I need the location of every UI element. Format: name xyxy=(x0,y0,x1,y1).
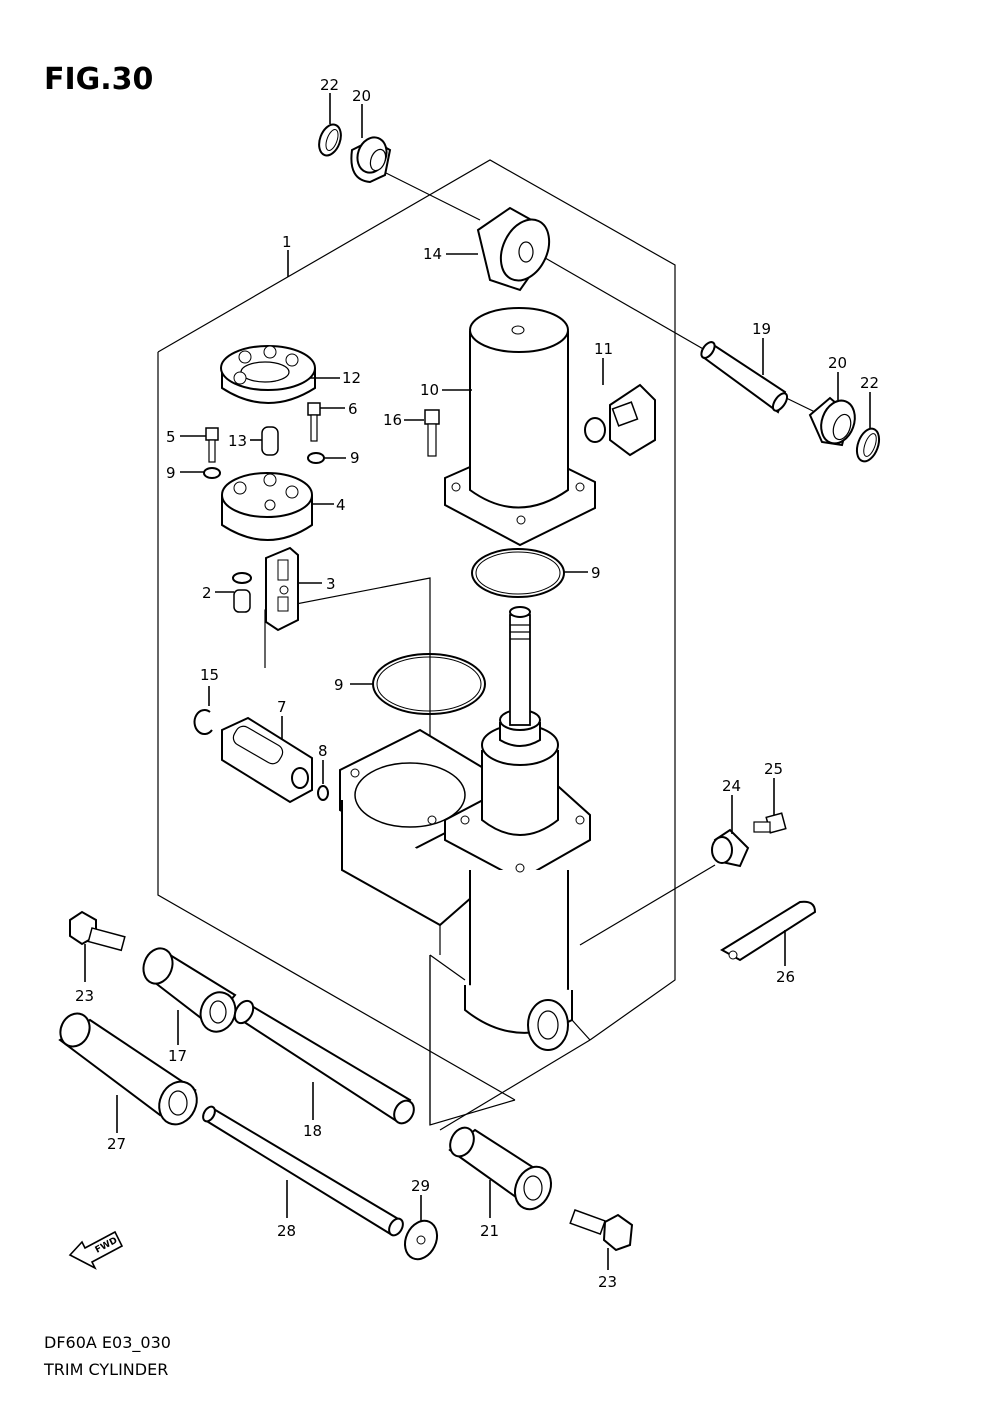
callout-9-right: 9 xyxy=(350,449,360,467)
callout-20: 20 xyxy=(352,87,371,105)
screw-5 xyxy=(205,427,219,463)
pin-28 xyxy=(202,1105,404,1237)
callout-23-left: 23 xyxy=(75,987,94,1005)
snap-ring-right xyxy=(855,427,881,463)
anode-26 xyxy=(720,900,817,962)
bushing-top xyxy=(350,136,392,184)
leader-lines xyxy=(84,93,871,1270)
bushing-14 xyxy=(476,206,551,292)
callout-16: 16 xyxy=(383,411,402,429)
o-ring-small-right xyxy=(307,452,325,464)
pin-19 xyxy=(700,341,789,414)
o-ring-8 xyxy=(317,785,329,801)
leader-24-line xyxy=(579,864,716,946)
bushing-21 xyxy=(448,1126,552,1211)
callout-22-right: 22 xyxy=(860,374,879,392)
o-ring-large-upper xyxy=(471,548,565,598)
callout-labels: 22 20 1 14 19 11 10 20 22 12 6 16 5 13 9… xyxy=(75,76,879,1291)
seal-plug-2 xyxy=(232,572,252,613)
callout-6: 6 xyxy=(348,400,358,418)
callout-13: 13 xyxy=(228,432,247,450)
bolt-25 xyxy=(753,812,787,834)
callout-20-right: 20 xyxy=(828,354,847,372)
valve-cap-12 xyxy=(220,345,316,404)
callout-9-lower: 9 xyxy=(334,676,344,694)
valve-body-4 xyxy=(221,472,313,541)
callout-7: 7 xyxy=(277,698,287,716)
callout-14: 14 xyxy=(423,245,442,263)
valve-assembly-7 xyxy=(221,716,313,804)
callout-28: 28 xyxy=(277,1222,296,1240)
callout-17: 17 xyxy=(168,1047,187,1065)
callout-2: 2 xyxy=(202,584,212,602)
fwd-arrow-icon: FWD xyxy=(68,1230,124,1270)
callout-27: 27 xyxy=(107,1135,126,1153)
callout-19: 19 xyxy=(752,320,771,338)
o-ring-large-lower xyxy=(372,653,486,715)
callout-3: 3 xyxy=(326,575,336,593)
callout-1: 1 xyxy=(282,233,292,251)
callout-9-left: 9 xyxy=(166,464,176,482)
cylinder-body xyxy=(339,606,591,1126)
callout-11: 11 xyxy=(594,340,613,358)
callout-29: 29 xyxy=(411,1177,430,1195)
screw-6 xyxy=(307,402,321,442)
check-valve-3 xyxy=(265,546,299,632)
snap-ring-15 xyxy=(193,709,213,735)
bushing-27 xyxy=(58,1012,198,1126)
callout-5: 5 xyxy=(166,428,176,446)
callout-21: 21 xyxy=(480,1222,499,1240)
callout-9-upper: 9 xyxy=(591,564,601,582)
callout-18: 18 xyxy=(303,1122,322,1140)
bolt-23-left xyxy=(69,910,126,952)
callout-12: 12 xyxy=(342,369,361,387)
bolt-23-right xyxy=(569,1209,634,1252)
callout-10: 10 xyxy=(420,381,439,399)
callout-26: 26 xyxy=(776,968,795,986)
callout-4: 4 xyxy=(336,496,346,514)
callout-25: 25 xyxy=(764,760,783,778)
spacer-24 xyxy=(711,828,750,868)
bushing-right xyxy=(808,396,856,447)
callout-15: 15 xyxy=(200,666,219,684)
callout-23-right: 23 xyxy=(598,1273,617,1291)
callout-24: 24 xyxy=(722,777,741,795)
assembly-boundary xyxy=(157,159,676,1131)
reservoir-plug-11 xyxy=(584,383,656,457)
callout-8: 8 xyxy=(318,742,328,760)
figure-name: TRIM CYLINDER xyxy=(44,1360,169,1379)
o-ring-small-left xyxy=(203,467,221,479)
valve-pin-13 xyxy=(261,426,279,456)
bolt-16 xyxy=(424,409,440,457)
figure-number: FIG.30 xyxy=(44,62,154,97)
callout-22: 22 xyxy=(320,76,339,94)
bushing-17 xyxy=(142,947,237,1033)
washer-29 xyxy=(403,1219,439,1261)
motor-10 xyxy=(444,307,596,547)
figure-code: DF60A E03_030 xyxy=(44,1333,171,1352)
snap-ring-top xyxy=(318,123,342,157)
pin-18 xyxy=(233,999,415,1125)
